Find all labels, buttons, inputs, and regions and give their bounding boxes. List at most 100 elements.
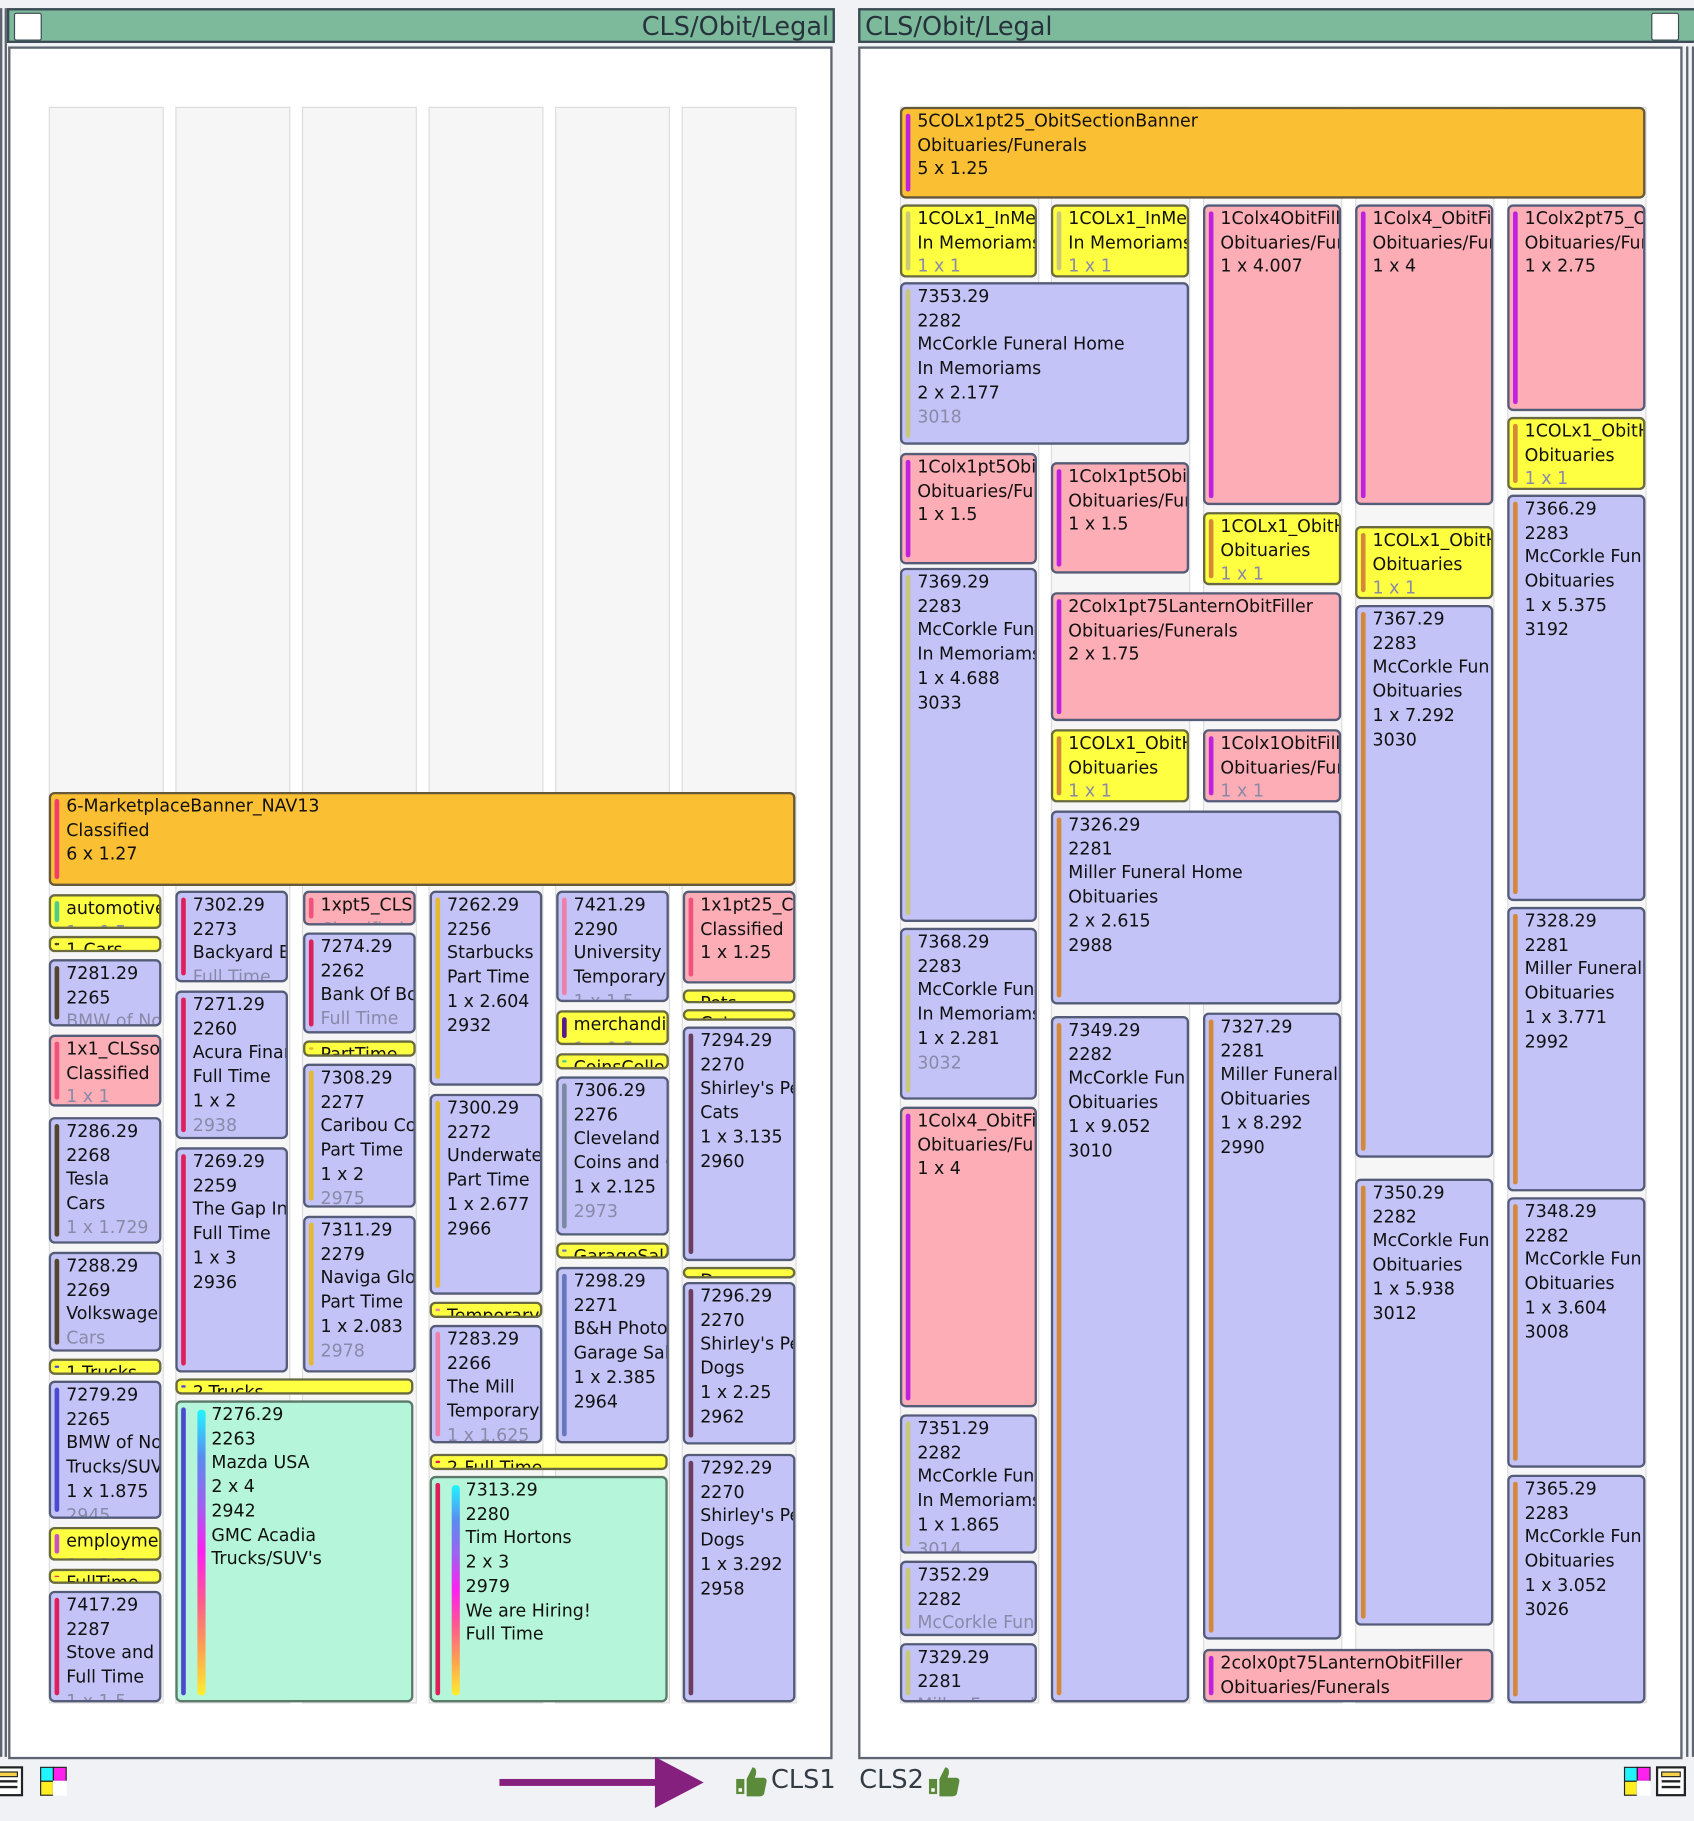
ad-text-line: 7348.29	[1524, 1200, 1597, 1222]
category-header[interactable]: FullTime	[48, 1568, 162, 1584]
ad-text-line: 7326.29	[1068, 814, 1141, 835]
ad-block[interactable]: 1xpt5_CLSsClassified	[303, 890, 416, 926]
category-header[interactable]: 2-Full Time	[429, 1453, 668, 1471]
ad-text-line: 2279	[320, 1243, 365, 1265]
ad-text-line: 1 x 1.5	[66, 1690, 127, 1703]
ad-text-line: 7306.29	[573, 1079, 646, 1101]
category-header[interactable]: PartTime	[303, 1040, 416, 1057]
ad-text-line: 1 x 7.292	[1372, 704, 1455, 726]
category-header[interactable]: 1-Cars	[48, 935, 162, 953]
category-header[interactable]: GarageSale	[556, 1242, 669, 1259]
category-header[interactable]: Temporary	[429, 1301, 543, 1318]
layout-form-icon[interactable]	[1655, 1766, 1687, 1797]
right-panel-titlebar[interactable]: CLS/Obit/Legal	[858, 8, 1694, 43]
color-palette-icon[interactable]	[39, 1766, 67, 1796]
ad-text-line: 7365.29	[1524, 1478, 1597, 1500]
ad-text-line: McCorkle Fun	[1372, 1230, 1490, 1252]
category-header[interactable]: employment1 x 0.5	[48, 1526, 162, 1561]
color-palette-icon[interactable]	[1623, 1766, 1651, 1796]
thumbs-up-icon[interactable]	[928, 1765, 961, 1798]
color-tag-stripe	[1513, 501, 1518, 895]
ad-text: 2-Full Time	[447, 1456, 665, 1467]
ad-text-line: 6-MarketplaceBanner_NAV13	[66, 795, 320, 817]
thumbs-up-icon[interactable]	[735, 1765, 768, 1798]
left-panel-checkbox[interactable]	[13, 12, 42, 41]
ad-text-line: Mazda USA	[211, 1451, 310, 1473]
left-panel-titlebar[interactable]: CLS/Obit/Legal	[6, 8, 835, 43]
category-header[interactable]: 2-Trucks	[175, 1378, 414, 1395]
layout-form-icon[interactable]	[0, 1766, 24, 1797]
category-header[interactable]: 1-Trucks	[48, 1358, 162, 1375]
category-header[interactable]: Pets	[682, 989, 796, 1004]
category-header[interactable]: Dogs	[682, 1266, 796, 1279]
category-header[interactable]: CoinsCollect	[556, 1053, 669, 1070]
category-header[interactable]: merchandise1 x 0.5	[556, 1010, 669, 1046]
ad-text-line: Temporary	[447, 1400, 540, 1422]
category-header[interactable]: Cats	[682, 1009, 796, 1021]
ad-text-line: Obituaries/Funerals	[1220, 1676, 1390, 1698]
right-panel-checkbox[interactable]	[1651, 12, 1680, 41]
